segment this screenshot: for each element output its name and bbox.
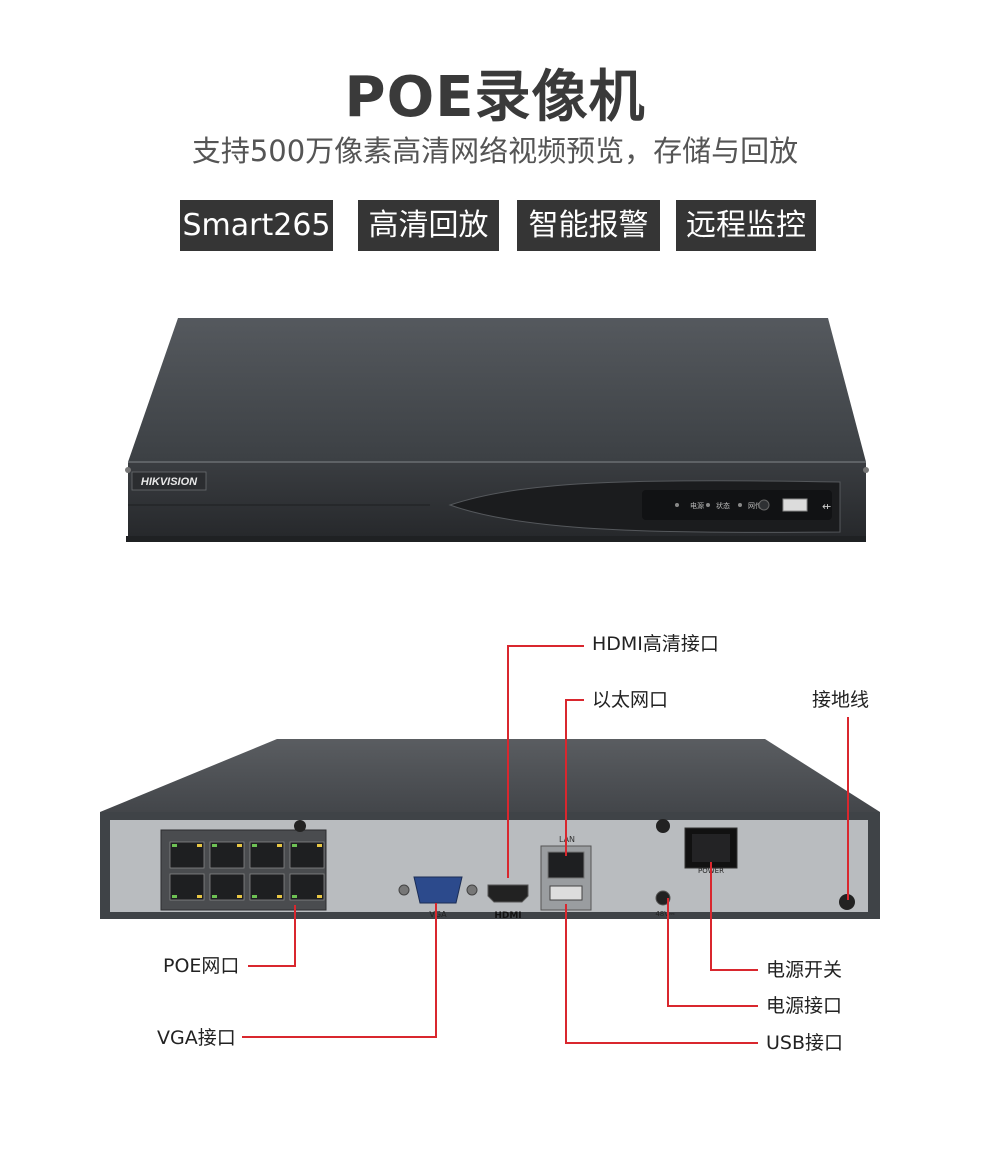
indicator-power-label: 电源 xyxy=(690,501,704,510)
indicator-strip xyxy=(642,490,832,520)
dc-mark: 48V⎓ xyxy=(655,910,675,918)
poe-port-block xyxy=(160,829,327,911)
callout-vga: VGA接口 xyxy=(157,1027,236,1049)
indicator-status-label: 状态 xyxy=(716,501,730,510)
front-usb-port xyxy=(782,498,808,512)
hdmi-mark: HDMI xyxy=(494,911,521,921)
power-switch: POWER xyxy=(684,827,738,875)
hdmi-port: HDMI xyxy=(487,884,529,921)
feature-tag-hd-playback: 高清回放 xyxy=(358,200,499,251)
callout-power-switch: 电源开关 xyxy=(766,959,843,981)
power-mark: POWER xyxy=(698,867,724,875)
dc-power-jack xyxy=(655,890,671,906)
vga-mark: VGA xyxy=(429,910,447,919)
brand-logo: HIKVISION xyxy=(141,476,198,488)
lan-usb-block: LAN xyxy=(540,835,592,911)
rear-top-surface xyxy=(100,739,880,812)
indicator-net-label: 网传 xyxy=(748,501,762,510)
ground-screw xyxy=(839,894,855,910)
callout-poe: POE网口 xyxy=(163,955,240,977)
feature-tag-smart265: Smart265 xyxy=(180,200,333,251)
callout-usb: USB接口 xyxy=(766,1032,844,1054)
vga-port: VGA xyxy=(398,876,478,919)
usb-icon: ⇷ xyxy=(822,500,831,513)
feature-tag-remote-monitor: 远程监控 xyxy=(676,200,816,251)
front-top-surface xyxy=(128,318,866,462)
callout-hdmi: HDMI高清接口 xyxy=(592,633,719,655)
page-title: POE录像机 xyxy=(344,65,646,130)
brand-plate xyxy=(131,471,207,491)
lan-mark: LAN xyxy=(559,835,575,844)
ir-window xyxy=(758,499,770,511)
page-subtitle: 支持500万像素高清网络视频预览，存储与回放 xyxy=(191,134,799,168)
callout-ground: 接地线 xyxy=(812,689,870,711)
feature-tag-smart-alarm: 智能报警 xyxy=(517,200,660,251)
callout-power-input: 电源接口 xyxy=(766,995,843,1017)
callout-ethernet: 以太网口 xyxy=(592,689,669,711)
